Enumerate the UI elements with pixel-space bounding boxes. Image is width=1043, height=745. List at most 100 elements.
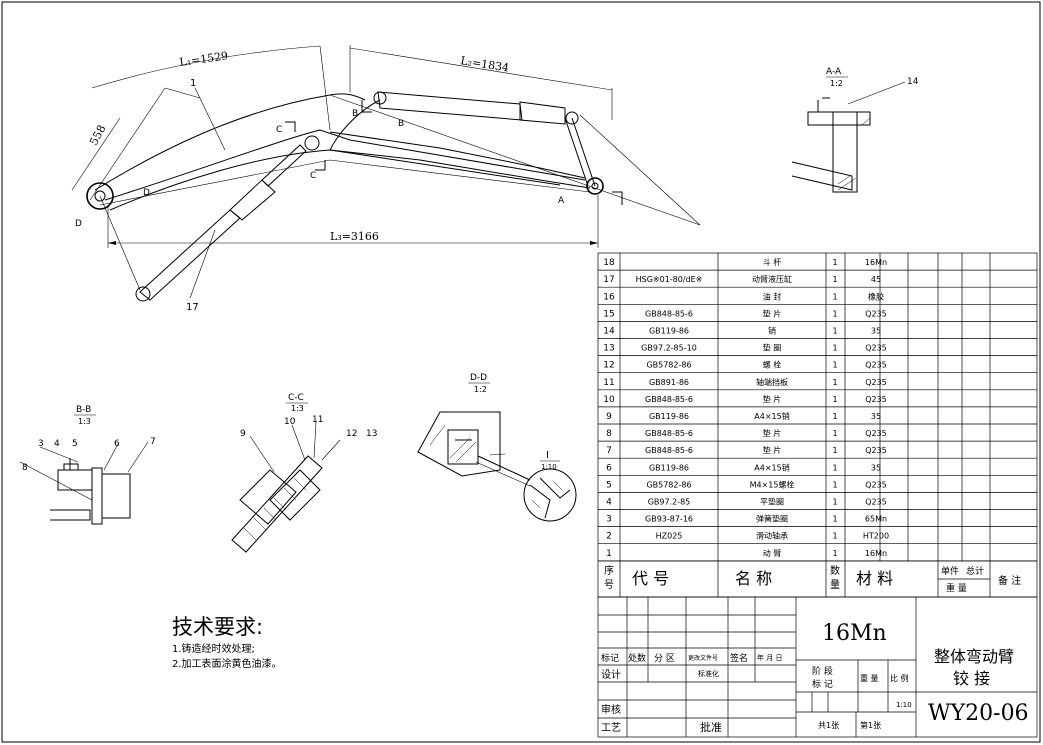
tech-line-1: 1.铸造经时效处理; [172,642,255,655]
view-cc-scale: 1:3 [291,404,304,413]
bom-cell-no: 4 [606,498,612,508]
bom-cell-name: 螺 栓 [763,360,782,370]
bom-cell-code: GB848-85-6 [645,309,693,318]
bom-cell-name: 垫 圈 [763,343,782,353]
dim-l1: L₁=1529 [179,49,229,69]
bom-cell-no: 1 [606,549,612,559]
bom-cell-no: 12 [603,361,614,371]
callout-14: 14 [907,77,919,87]
tb-zone: 分 区 [654,653,675,664]
dim-l3: L₃=3166 [330,230,379,243]
bom-cell-qty: 1 [832,327,837,336]
tech-title: 技术要求: [172,615,263,639]
bom-cell-qty: 1 [832,446,837,455]
section-view-cc: C-C 1:3 9 10 11 12 13 [231,393,377,553]
bom-cell-qty: 1 [832,258,837,267]
bom-cell-code: GB97.2-85-10 [641,344,697,353]
bom-cell-material: Q235 [865,378,887,387]
tb-std: 标准化 [698,669,719,678]
detail-i-title: I [546,450,549,461]
section-mark-b2: B [398,119,404,129]
bom-cell-material: 35 [871,463,881,472]
bom-cell-material: 45 [871,275,881,284]
callout-1: 1 [190,78,196,89]
bom-cell-no: 18 [603,258,615,268]
tb-scale: 比 例 [890,673,909,683]
bom-cell-name: A4×15销 [754,411,789,421]
bom-header-unit: 单件 [941,565,959,577]
view-bb-title: B-B [76,405,91,415]
bom-cell-name: M4×15螺栓 [750,479,795,489]
section-mark-c2: C [310,171,316,181]
bom-cell-code: GB891-86 [649,378,689,387]
bom-cell-code: GB119-86 [649,412,689,421]
bom-cell-code: GB93-87-16 [645,515,693,524]
bom-cell-qty: 1 [832,292,837,301]
view-dd-title: D-D [470,373,487,383]
bom-cell-material: Q235 [865,309,887,318]
tb-process: 工艺 [601,722,621,734]
bom-cell-qty: 1 [832,480,837,489]
bom-cell-material: Q235 [865,429,887,438]
bom-cell-no: 17 [603,275,614,285]
tech-line-2: 2.加工表面涂黄色油漆。 [172,657,282,670]
bom-header-code: 代 号 [632,569,669,588]
tb-sheets: 共1张 [818,721,839,730]
bom-cell-code: GB848-85-6 [645,446,693,455]
bom-cell-code: GB848-85-6 [645,395,693,404]
bom-cell-qty: 1 [832,549,837,558]
bom-cell-name: 垫 片 [763,445,782,455]
bom-header-total: 总计 [966,565,984,577]
bom-cell-material: 16Mn [865,549,887,558]
view-dd-scale: 1:2 [474,385,487,394]
bom-cell-material: 35 [871,327,881,336]
bom-header-qty-a: 数 [830,564,840,577]
bom-cell-name: 销 [768,326,776,336]
tb-stage-b: 标 记 [812,678,833,690]
bom-cell-qty: 1 [832,275,837,284]
bom-header-note: 备 注 [998,574,1021,587]
bom-cell-name: 滑动轴承 [756,531,788,541]
view-bb-scale: 1:3 [78,417,91,426]
section-mark-c1: C [276,125,282,135]
bom-cell-no: 7 [606,446,612,456]
tb-design: 设计 [601,668,621,681]
tb-check: 审核 [601,703,621,716]
bom-cell-name: 平垫圈 [760,497,784,507]
view-bb-callout-5: 5 [72,439,78,449]
bom-cell-no: 8 [606,429,612,439]
tb-ymd: 年 月 日 [757,653,782,662]
bom-cell-name: 动 臂 [763,548,782,558]
bom-cell-material: 65Mn [865,515,887,524]
bom-cell-name: 油 封 [763,291,782,301]
bom-cell-name: 垫 片 [763,394,782,404]
bom-cell-no: 6 [606,463,612,473]
bom-cell-name: 动臂液压缸 [752,274,792,284]
bom-header-seq-a: 序 [604,564,614,577]
bom-cell-no: 14 [603,327,615,337]
view-cc-callout-13: 13 [366,429,377,439]
tb-count: 处数 [628,652,646,664]
bom-cell-material: Q235 [865,344,887,353]
callout-17: 17 [186,302,199,313]
tb-weight: 重 量 [860,673,879,683]
bom-cell-name: 弹簧垫圈 [756,514,788,524]
view-cc-callout-12: 12 [346,429,357,439]
bom-cell-name: 斗 杆 [763,257,782,267]
bom-cell-no: 5 [606,480,612,490]
view-cc-title: C-C [288,393,304,403]
tb-stage-a: 阶 段 [812,665,833,677]
bom-cell-no: 10 [603,395,615,405]
title-name-line-2: 铰 接 [953,669,990,688]
section-mark-b1: B [352,109,358,119]
bom-header-weight: 重 量 [946,582,967,594]
bom-cell-no: 2 [606,532,612,542]
bom-cell-code: HSG※01-80/dE※ [636,275,703,284]
bom-cell-qty: 1 [832,361,837,370]
view-aa-title: A-A [826,67,842,77]
bom-cell-qty: 1 [832,395,837,404]
detail-i-scale: 1:10 [541,463,557,471]
